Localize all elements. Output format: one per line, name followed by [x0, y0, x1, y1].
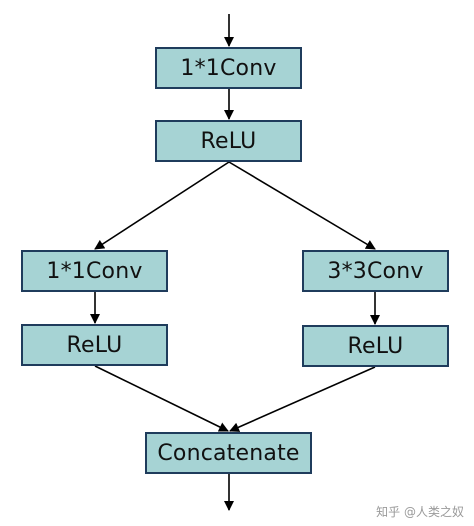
- node-right-relu: ReLU: [302, 325, 449, 367]
- node-left-relu: ReLU: [21, 324, 168, 366]
- watermark-text: 知乎 @人类之奴: [376, 505, 464, 519]
- node-left-conv: 1*1Conv: [21, 250, 168, 292]
- node-top-relu: ReLU: [155, 120, 302, 162]
- edge-top-relu-to-left-conv: [94, 161, 230, 250]
- edge-top-relu-to-right-conv: [228, 161, 376, 250]
- node-right-conv: 3*3Conv: [302, 250, 449, 292]
- edge-right-relu-to-concat: [229, 366, 376, 432]
- node-concat: Concatenate: [145, 432, 312, 474]
- edge-left-relu-to-concat: [94, 365, 229, 432]
- node-top-conv: 1*1Conv: [155, 47, 302, 89]
